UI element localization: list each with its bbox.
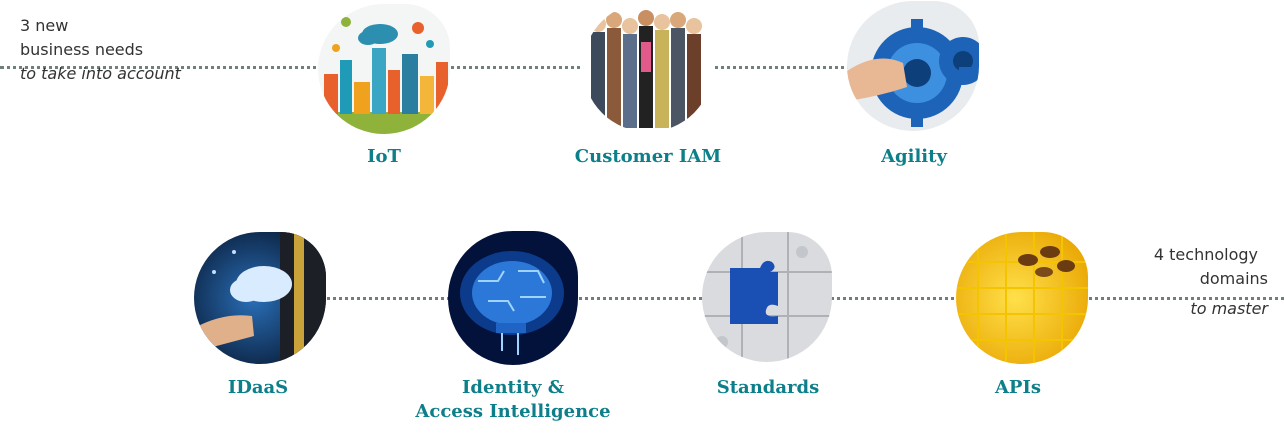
apis-image: [956, 232, 1088, 364]
domain-label-standards: Standards: [716, 377, 820, 398]
note-line: to take into account: [20, 64, 181, 83]
note-line: to master: [1190, 299, 1268, 318]
need-label-iot: IoT: [367, 146, 401, 167]
business-needs-note: 3 new business needs to take into accoun…: [20, 14, 181, 86]
domain-label-line: Access Intelligence: [415, 401, 611, 422]
standards-image: [702, 232, 832, 362]
domain-label-apis: APIs: [994, 377, 1042, 398]
domain-label-identity-access-intelligence: Identity & Access Intelligence: [410, 376, 616, 424]
technology-domains-note: 4 technology domains to master: [1154, 243, 1268, 321]
access-intelligence-image: [448, 231, 578, 365]
idaas-image: [194, 232, 326, 364]
note-line: domains: [1199, 269, 1268, 288]
iot-image: [318, 4, 450, 134]
note-line: 4 technology: [1153, 245, 1258, 264]
need-label-agility: Agility: [881, 146, 947, 167]
agility-image: [847, 1, 979, 131]
note-line: business needs: [20, 40, 144, 59]
domain-label-line: Identity &: [462, 377, 564, 398]
customer-iam-image: [583, 2, 713, 132]
need-label-customer-iam: Customer IAM: [574, 146, 722, 167]
note-line: 3 new: [20, 16, 69, 35]
domain-label-idaas: IDaaS: [227, 377, 289, 398]
